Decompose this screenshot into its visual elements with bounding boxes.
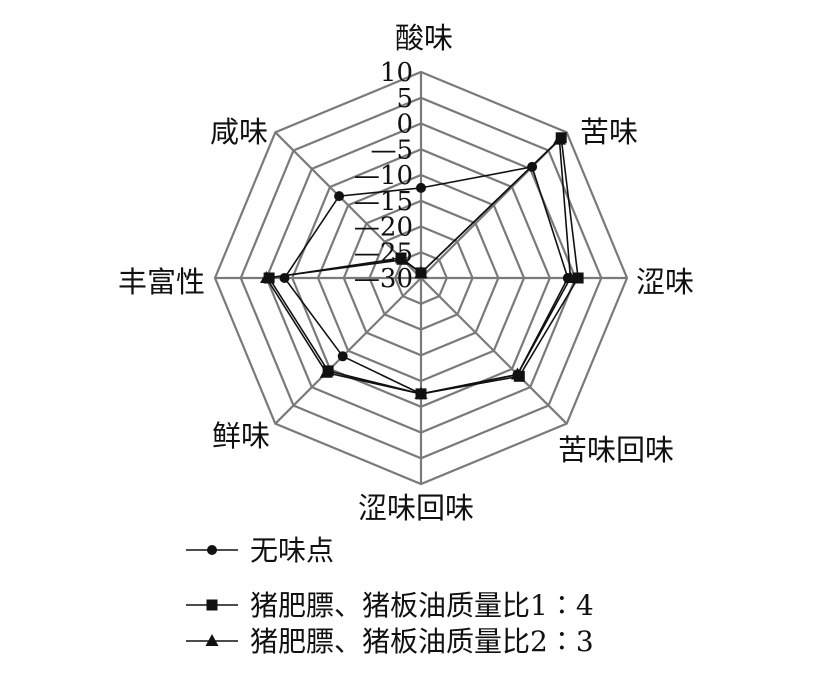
tick-label: 5 <box>396 84 413 114</box>
tick-label: 10 <box>380 58 413 88</box>
tick-label: —10 <box>354 161 413 191</box>
data-point <box>396 252 410 265</box>
legend-label: 无味点 <box>250 534 334 567</box>
data-point <box>511 367 524 380</box>
legend-item: 猪肥膘、猪板油质量比1∶4 <box>186 589 594 622</box>
data-point <box>563 271 577 283</box>
legend-marker <box>207 545 217 555</box>
data-point <box>572 272 584 284</box>
grid-spoke <box>274 277 422 425</box>
data-point <box>334 191 345 202</box>
data-point <box>319 365 333 378</box>
legend-label: 猪肥膘、猪板油质量比1∶4 <box>250 589 594 622</box>
legend-item: 猪肥膘、猪板油质量比2∶3 <box>186 625 594 658</box>
data-point <box>260 271 273 283</box>
grid-spoke <box>420 277 568 425</box>
data-point <box>414 265 428 278</box>
axis-label: 酸味 <box>395 21 453 55</box>
data-point <box>416 182 426 193</box>
axis-label: 苦味 <box>580 115 638 149</box>
tick-label: —30 <box>354 264 413 294</box>
legend-label: 猪肥膘、猪板油质量比2∶3 <box>250 625 594 658</box>
axis-label: 丰富性 <box>118 265 205 299</box>
data-point <box>337 351 348 362</box>
tick-label: —20 <box>354 213 413 243</box>
axis-label: 涩味回味 <box>358 491 474 525</box>
tick-label: —5 <box>370 135 413 165</box>
tick-label: 0 <box>396 110 413 140</box>
radar-grid <box>213 70 629 486</box>
legend-item: 无味点 <box>186 534 334 567</box>
series-group <box>260 132 584 400</box>
series-2 <box>260 132 577 399</box>
series-line <box>265 137 572 395</box>
series-1 <box>263 132 584 400</box>
axis-label: 咸味 <box>210 115 268 149</box>
data-point <box>414 386 428 399</box>
legend-marker <box>205 634 219 646</box>
axis-label: 苦味回味 <box>558 433 674 467</box>
axis-label: 鲜味 <box>212 419 270 453</box>
legend-marker <box>206 599 218 611</box>
data-point <box>552 132 566 145</box>
axis-label: 涩味 <box>636 265 694 299</box>
